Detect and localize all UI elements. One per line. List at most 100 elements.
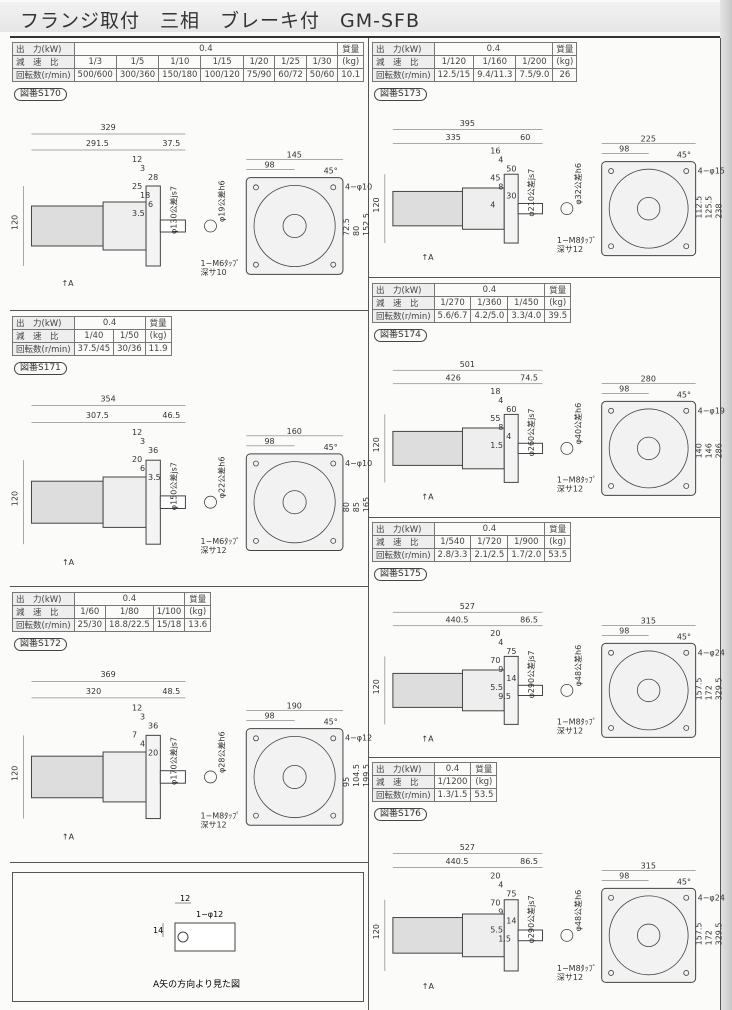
dim-flange-width: 145 bbox=[287, 151, 302, 160]
dim-pilot-diameter: φ210公差js7 bbox=[526, 169, 536, 217]
view-arrow-a: ↑A bbox=[421, 734, 434, 743]
speed-cell: 30/36 bbox=[113, 342, 146, 356]
ratio-cell: 1/900 bbox=[507, 535, 546, 549]
dim-pilot-diameter: φ150公差js7 bbox=[168, 462, 178, 510]
bolt-hole bbox=[608, 894, 614, 901]
dim-small: 36 bbox=[148, 446, 158, 455]
flange-circle bbox=[608, 408, 689, 489]
shaft-end-detail bbox=[204, 495, 217, 509]
bolt-hole bbox=[330, 460, 337, 467]
ratio-cell: 1/450 bbox=[507, 296, 546, 310]
speed-cell: 25/30 bbox=[73, 618, 107, 632]
dim-overall-length: 329 bbox=[100, 123, 115, 132]
bolt-hole bbox=[253, 812, 259, 819]
motor-body bbox=[392, 672, 463, 708]
dim-small: 5.5 bbox=[490, 683, 503, 692]
speed-cell: 5.6/6.7 bbox=[433, 309, 472, 323]
motor-body bbox=[392, 430, 463, 466]
flange-front-view bbox=[245, 453, 344, 552]
dim-small: 36 bbox=[148, 721, 158, 730]
speed-cell: 500/600 bbox=[73, 68, 117, 82]
dim-vertical: 157.5 bbox=[695, 677, 704, 700]
dim-small: 45 bbox=[490, 174, 500, 183]
dim-half-width: 98 bbox=[619, 626, 629, 635]
flange bbox=[503, 173, 519, 244]
ratio-label: 減 速 比 bbox=[372, 296, 435, 310]
speed-cell: 1.7/2.0 bbox=[507, 548, 546, 562]
dim-small: 25 bbox=[132, 182, 142, 191]
ratio-cell: 1/540 bbox=[433, 535, 472, 549]
dim-small: 75 bbox=[506, 889, 516, 898]
flange-front-view bbox=[245, 177, 344, 275]
dim-pilot-diameter: φ260公差js7 bbox=[526, 408, 536, 456]
dim-bolt-holes: 4−φ12 bbox=[345, 734, 372, 743]
tap-label: 1−M6ﾀｯﾌﾟ bbox=[200, 537, 240, 546]
output-label: 出 力(kW) bbox=[372, 283, 435, 297]
bolt-hole bbox=[253, 184, 259, 191]
section-divider bbox=[10, 310, 368, 311]
dim-angle: 45° bbox=[324, 167, 338, 176]
view-arrow-a: ↑A bbox=[421, 492, 434, 501]
section-divider bbox=[368, 757, 720, 758]
hub-circle bbox=[636, 436, 661, 461]
arrow-view-box: 12 14 1−φ12 A矢の方向より見た図 bbox=[12, 872, 364, 1002]
ratio-label: 減 速 比 bbox=[372, 535, 435, 549]
output-shaft bbox=[159, 219, 186, 233]
bolt-hole bbox=[608, 725, 614, 731]
ratio-cell: 1/5 bbox=[115, 55, 160, 69]
tap-label: 1−M8ﾀｯﾌﾟ bbox=[557, 717, 597, 726]
dim-vertical: 72.5 bbox=[342, 218, 351, 236]
dim-angle: 45° bbox=[677, 151, 691, 160]
dim-small: 14 bbox=[506, 674, 516, 683]
speed-cell: 75/90 bbox=[242, 68, 276, 82]
bolt-hole bbox=[608, 483, 614, 489]
gear-housing bbox=[461, 427, 505, 470]
dim-bolt-holes: 4−φ24 bbox=[698, 893, 725, 902]
dim-small: 1.5 bbox=[498, 934, 511, 943]
ratio-cell: 1/30 bbox=[305, 55, 339, 69]
dim-motor-length: 335 bbox=[446, 133, 461, 142]
flange-circle bbox=[608, 895, 689, 976]
dim-vertical: 172 bbox=[705, 930, 714, 945]
bolt-hole bbox=[683, 168, 690, 174]
hub-circle bbox=[636, 678, 661, 703]
ratio-cell: 1/15 bbox=[200, 55, 244, 69]
dim-height: 120 bbox=[10, 491, 19, 506]
ratio-cell: 1/270 bbox=[433, 296, 472, 310]
speed-cell: 2.8/3.3 bbox=[433, 548, 472, 562]
mass-unit: (kg) bbox=[337, 55, 365, 69]
mass-value: 53.5 bbox=[470, 788, 498, 802]
bolt-hole bbox=[253, 537, 259, 544]
dim-flange-offset: 60 bbox=[520, 133, 530, 142]
bolt-hole bbox=[683, 894, 690, 901]
dim-small: 12 bbox=[132, 703, 142, 712]
dim-small: 14 bbox=[506, 916, 516, 925]
ratio-cell: 1/1200 bbox=[433, 775, 472, 789]
dim-flange-width: 190 bbox=[287, 702, 302, 711]
dim-vertical: 172 bbox=[705, 685, 714, 700]
shaft-end-detail bbox=[204, 770, 217, 784]
dim-bolt-holes: 4−φ19 bbox=[698, 406, 725, 415]
bolt-hole bbox=[683, 649, 690, 656]
dim-angle: 45° bbox=[677, 632, 691, 641]
dim-half-width: 98 bbox=[619, 384, 629, 393]
dim-flange-offset: 86.5 bbox=[520, 615, 538, 624]
dim-shaft-diameter: φ22公差h6 bbox=[216, 457, 226, 499]
speed-label: 回転数(r/min) bbox=[372, 788, 435, 802]
speed-cell: 15/18 bbox=[152, 618, 186, 632]
output-value: 0.4 bbox=[433, 283, 546, 297]
dim-motor-length: 291.5 bbox=[86, 139, 109, 148]
dim-small: 4 bbox=[498, 396, 503, 405]
dim-vertical: 140 bbox=[695, 443, 704, 458]
dim-flange-offset: 48.5 bbox=[162, 687, 180, 696]
mass-value: 11.9 bbox=[144, 342, 172, 356]
output-label: 出 力(kW) bbox=[12, 316, 75, 330]
dim-half-width: 98 bbox=[264, 161, 274, 170]
tap-label: 1−M8ﾀｯﾌﾟ bbox=[557, 475, 597, 484]
title-rule bbox=[10, 36, 720, 38]
dim-vertical: 112.5 bbox=[695, 196, 704, 219]
